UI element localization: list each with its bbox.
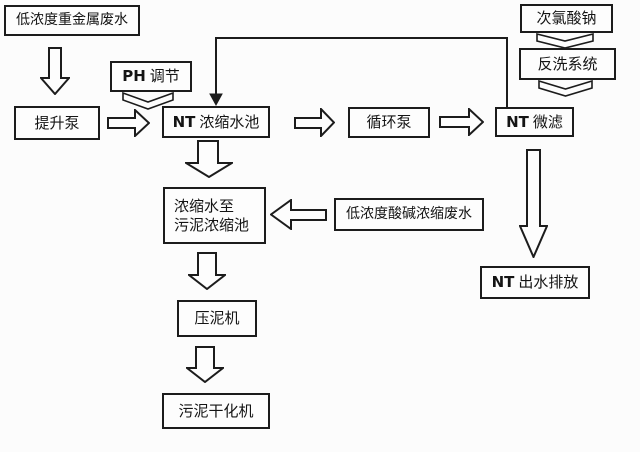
- arrow-down-concentrate-to-mud-press-icon: [188, 252, 226, 290]
- node-nt-concentration-tank: NT 浓缩水池: [162, 106, 270, 138]
- node-acid-alkali-wastewater: 低浓度酸碱浓缩废水: [334, 198, 484, 231]
- node-label: 调节: [149, 67, 180, 86]
- node-label: 压泥机: [194, 309, 240, 328]
- chevron-down-backwash-to-nt-microfiltration-icon: [538, 80, 593, 97]
- arrow-down-heavy-metal-to-lift-pump-icon: [40, 47, 70, 95]
- arrow-left-acid-alkali-to-concentrate-icon: [270, 199, 327, 230]
- node-label-prefix: NT: [491, 273, 515, 292]
- node-sludge-dryer: 污泥干化机: [162, 393, 270, 429]
- node-label: 循环泵: [366, 113, 412, 132]
- node-sodium-hypochlorite: 次氯酸钠: [520, 4, 613, 33]
- node-label-line1: 浓缩水至: [174, 196, 235, 215]
- arrow-right-nt-tank-to-circulation-pump-icon: [294, 108, 335, 137]
- node-backwash-system: 反洗系统: [519, 48, 616, 80]
- node-nt-discharge: NT 出水排放: [480, 266, 590, 299]
- node-label: 微滤: [532, 112, 563, 131]
- node-label: 次氯酸钠: [536, 9, 597, 28]
- node-label: 浓缩水池: [199, 112, 260, 131]
- arrow-right-circulation-pump-to-nt-microfiltration-icon: [439, 108, 484, 136]
- arrow-down-nt-tank-to-concentrate-icon: [185, 140, 233, 178]
- node-label-line2: 污泥浓缩池: [174, 215, 250, 234]
- node-lift-pump: 提升泵: [14, 106, 100, 140]
- node-label-prefix: PH: [122, 67, 146, 86]
- node-label: 提升泵: [34, 113, 80, 132]
- node-label: 反洗系统: [537, 54, 598, 73]
- node-label: 低浓度重金属废水: [16, 11, 128, 28]
- node-label-prefix: NT: [506, 112, 529, 131]
- node-nt-microfiltration: NT 微滤: [495, 107, 574, 137]
- arrow-right-lift-pump-to-nt-tank-icon: [107, 109, 150, 137]
- node-concentrate-to-sludge-tank: 浓缩水至 污泥浓缩池: [163, 187, 266, 244]
- arrow-down-mud-press-to-sludge-dryer-icon: [186, 346, 224, 383]
- node-heavy-metal-wastewater: 低浓度重金属废水: [4, 5, 140, 36]
- node-label-prefix: NT: [172, 112, 196, 131]
- node-ph-adjust: PH 调节: [110, 61, 192, 92]
- chevron-down-ph-to-nt-tank-icon: [122, 92, 174, 110]
- chevron-down-hypochlorite-to-backwash-icon: [536, 33, 594, 49]
- node-label: 低浓度酸碱浓缩废水: [346, 205, 472, 222]
- arrow-down-nt-microfiltration-to-discharge-icon: [519, 149, 548, 258]
- node-mud-press: 压泥机: [177, 300, 257, 337]
- node-label: 污泥干化机: [178, 401, 254, 420]
- node-label: 出水排放: [518, 273, 579, 292]
- node-circulation-pump: 循环泵: [348, 107, 430, 138]
